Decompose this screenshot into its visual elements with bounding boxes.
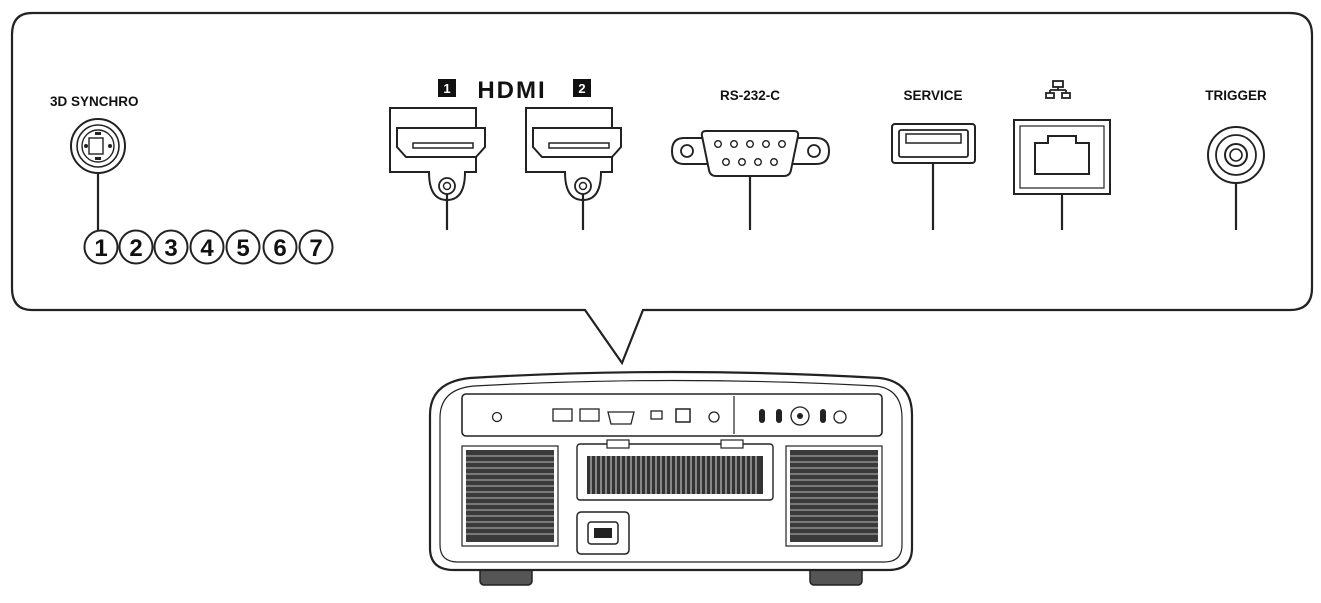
svg-text:7: 7 [309,235,322,262]
sync-connector-icon [70,118,126,174]
hdmi-logo: HDMI [477,77,546,104]
pin-1: 1 [83,229,119,265]
hdmi-port-1-icon [389,107,486,202]
usb-port-icon [891,123,976,164]
pin-numbers: 1 2 3 4 5 6 7 [83,229,334,265]
sync-label: 3D SYNCHRO [50,94,139,109]
hdmi-port-2-icon [525,107,622,202]
callout-box [10,11,1314,366]
network-icon [1045,80,1071,99]
svg-text:6: 6 [273,235,286,262]
projector-rear-illustration [428,370,914,586]
pin-2: 2 [118,229,154,265]
service-label: SERVICE [903,88,962,103]
trigger-jack-icon [1207,126,1265,184]
pin-6: 6 [262,229,298,265]
pin-3: 3 [153,229,189,265]
svg-text:1: 1 [94,235,107,262]
hdmi-port-2-badge [573,79,591,97]
rs232-port-icon [670,130,831,177]
hdmi-port-1-badge [438,79,456,97]
pin-4: 4 [189,229,225,265]
svg-text:5: 5 [236,235,249,262]
svg-text:3: 3 [164,235,177,262]
trigger-label: TRIGGER [1205,88,1267,103]
svg-text:4: 4 [200,235,214,262]
rs232-label: RS-232-C [720,88,780,103]
pin-5: 5 [225,229,261,265]
hdmi-header: 1 HDMI 2 [438,77,591,104]
pin-7: 7 [298,229,334,265]
svg-text:1: 1 [443,81,450,96]
lan-port-icon [1013,119,1111,195]
svg-text:2: 2 [578,81,585,96]
svg-text:2: 2 [129,235,142,262]
